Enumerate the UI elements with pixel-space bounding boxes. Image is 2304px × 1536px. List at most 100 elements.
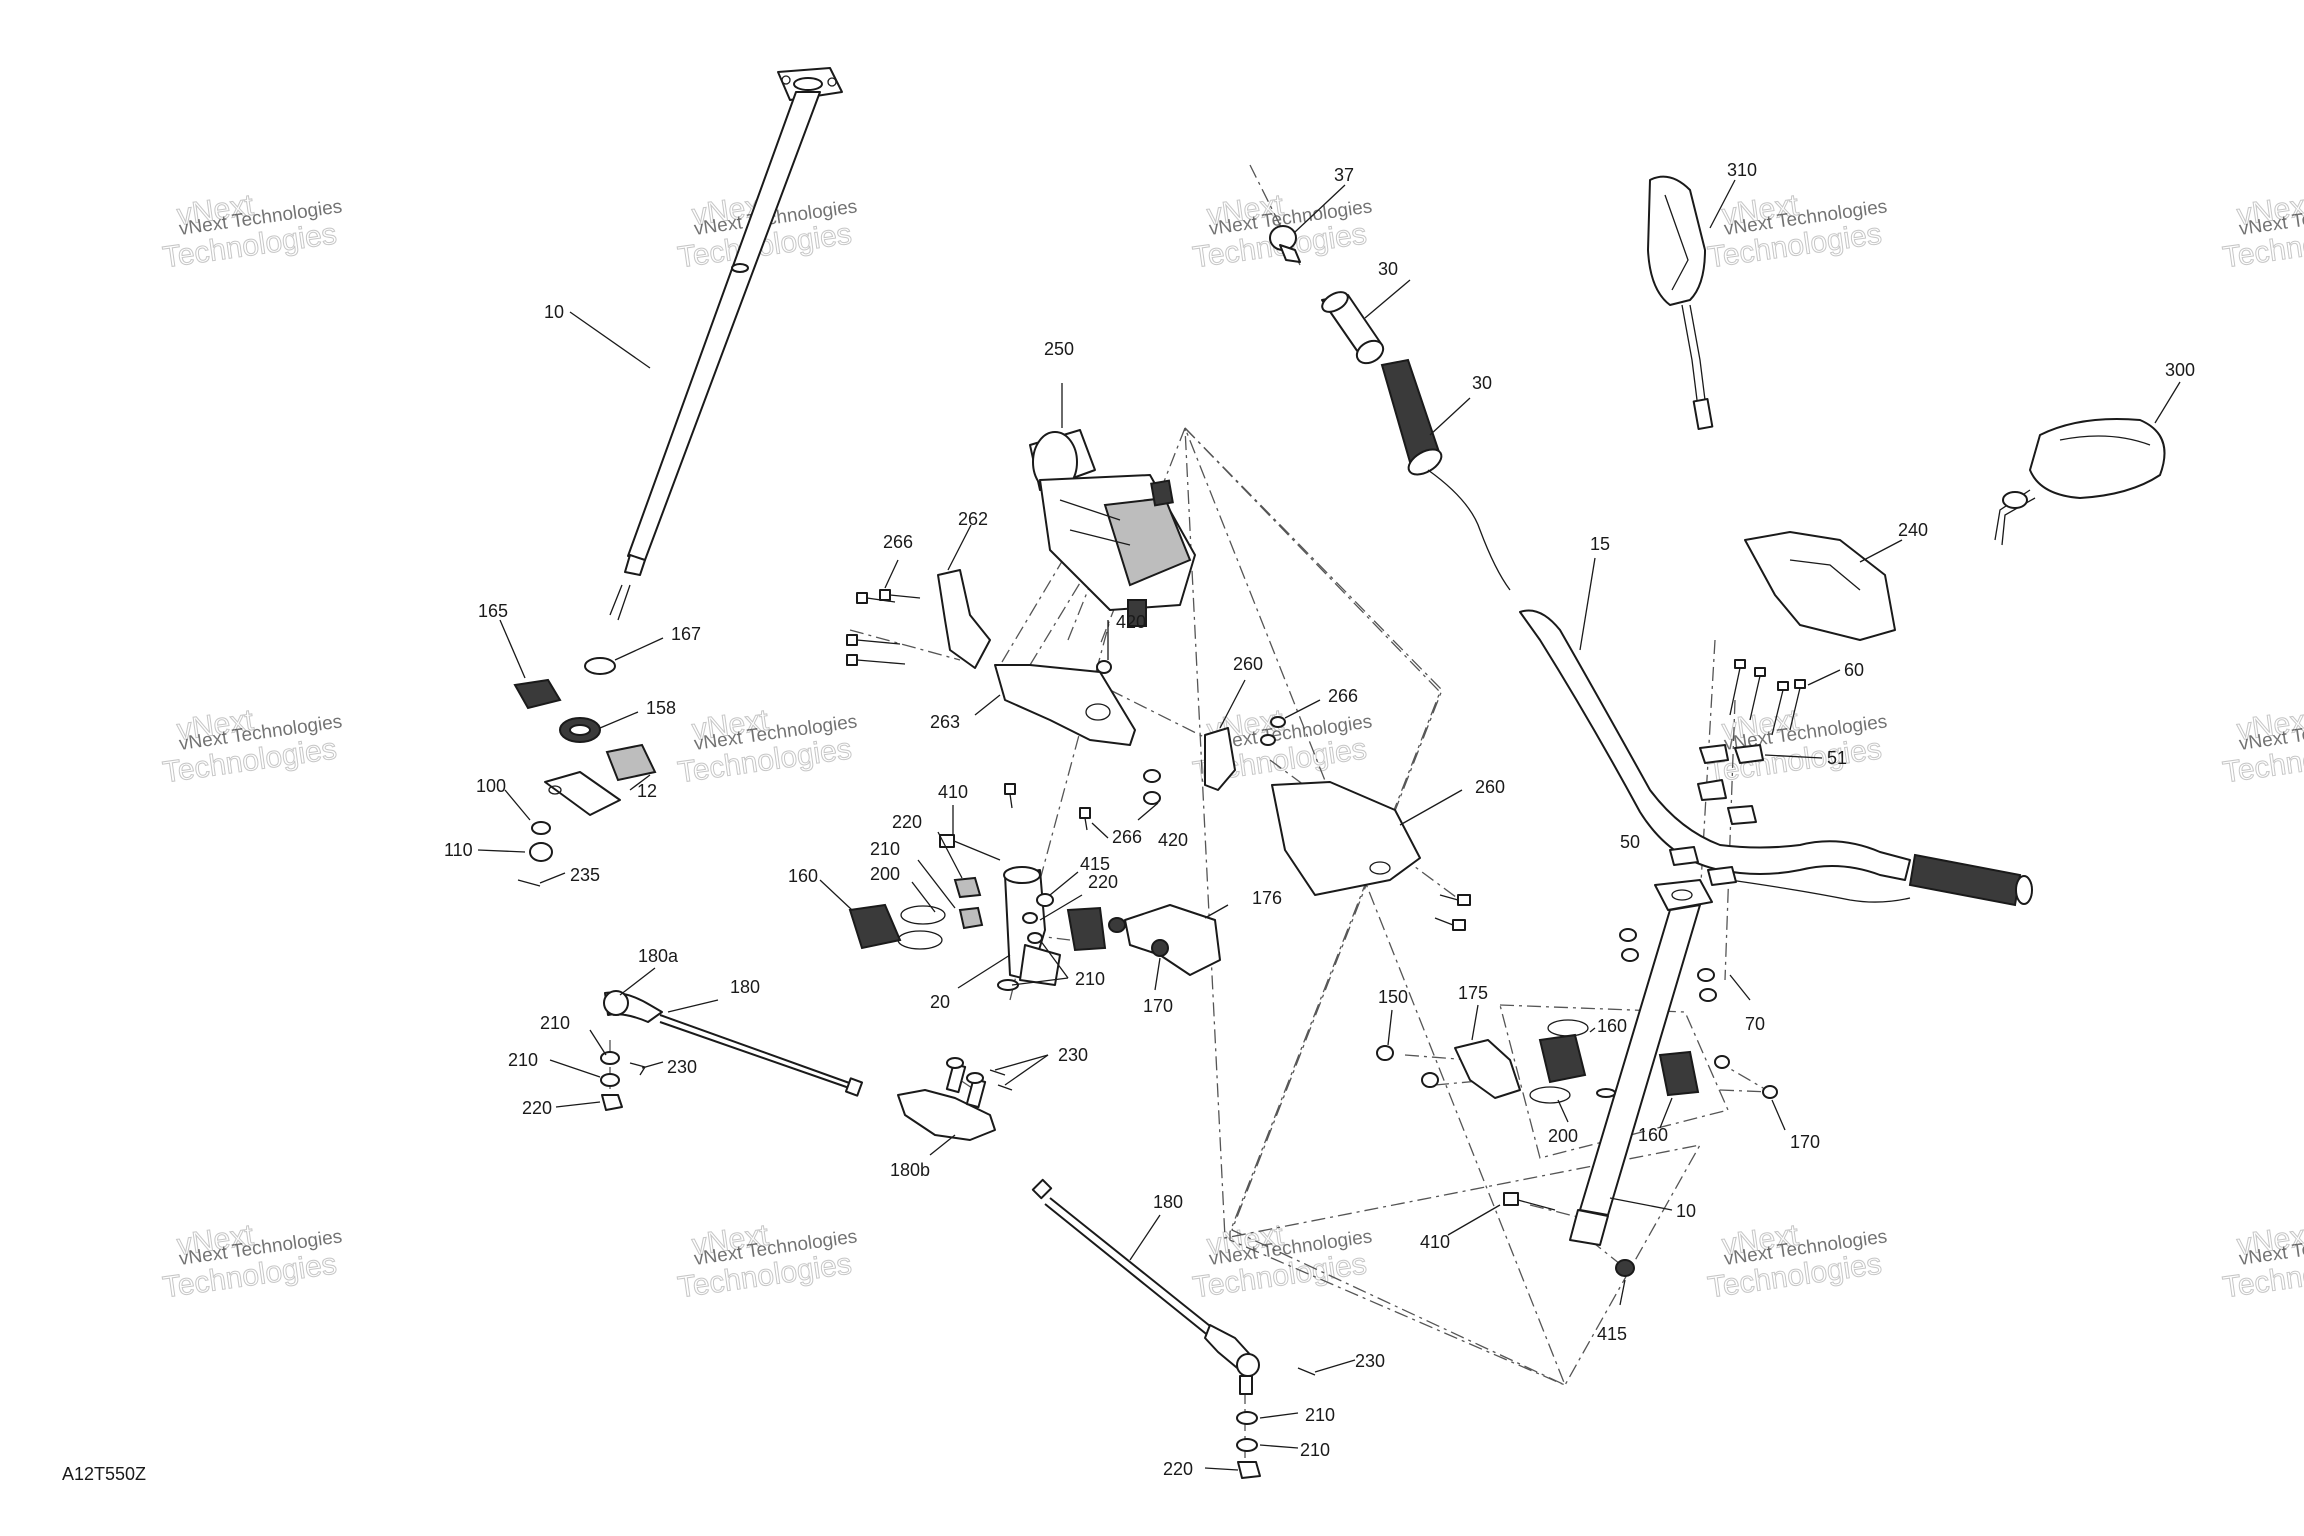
shaft-ring [731, 263, 749, 273]
bolt-266[interactable] [1260, 734, 1276, 746]
leader-line [1091, 822, 1109, 839]
steering-column-upper[interactable] [609, 67, 843, 621]
mirror-310[interactable] [1647, 175, 1714, 431]
washer-210[interactable] [1236, 1438, 1258, 1452]
center-link-180b[interactable] [897, 1057, 996, 1141]
nut-70[interactable] [1619, 928, 1637, 942]
leader-line [1219, 679, 1246, 729]
washer-210[interactable] [600, 1073, 620, 1087]
nut-415[interactable] [1036, 893, 1054, 907]
pitman-arm-100[interactable] [544, 771, 621, 816]
mirror-300[interactable] [1994, 418, 2166, 546]
clamp-50[interactable] [1669, 846, 1699, 866]
nut-170[interactable] [1151, 939, 1169, 957]
bolt-150[interactable] [1421, 1072, 1439, 1088]
tie-rod-180-right[interactable] [1031, 1178, 1260, 1395]
washer-110[interactable] [531, 821, 551, 835]
washer-220[interactable] [1022, 912, 1038, 924]
clamp-50[interactable] [1707, 866, 1737, 886]
cotter-pin-230[interactable] [1297, 1367, 1316, 1376]
bushing-160[interactable] [1658, 1050, 1700, 1097]
cotter-pin-235[interactable] [517, 879, 541, 887]
nut-70[interactable] [1699, 988, 1717, 1002]
bolt-266[interactable] [846, 654, 906, 666]
steering-column-lower[interactable] [1569, 879, 1713, 1246]
bracket-hole [1085, 703, 1111, 721]
callout-266: 266 [1328, 686, 1358, 706]
bolt-410[interactable] [939, 834, 1001, 861]
bolt-60[interactable] [1729, 659, 1746, 716]
bolt-60[interactable] [1771, 681, 1789, 736]
clamp-50[interactable] [1697, 779, 1727, 801]
washer-210-lower[interactable] [997, 979, 1019, 991]
bolt-60[interactable] [1789, 679, 1806, 731]
clamp-bushing-51[interactable] [1699, 744, 1729, 764]
cover-176[interactable] [1124, 904, 1221, 976]
seal-167[interactable] [584, 657, 616, 675]
cotter-pin-230[interactable] [629, 1062, 647, 1076]
o-ring-200[interactable] [1547, 1019, 1589, 1037]
tie-rod-shaft [1044, 1203, 1211, 1338]
bushing-12[interactable] [605, 743, 657, 782]
nut-420[interactable] [1096, 660, 1112, 674]
leader-line [667, 999, 719, 1013]
handlebar-cover-240[interactable] [1744, 531, 1896, 641]
steering-rack-assembly-boundary [1184, 426, 1702, 1386]
nut-220[interactable] [601, 1094, 623, 1111]
nut-420[interactable] [1143, 791, 1161, 805]
callout-310: 310 [1727, 160, 1757, 180]
bushing-160[interactable] [1066, 906, 1107, 952]
nut-220[interactable] [1237, 1461, 1261, 1479]
bushing-160[interactable] [1538, 1033, 1587, 1084]
bracket-262[interactable] [937, 569, 991, 669]
washer-210[interactable] [1027, 932, 1043, 944]
cotter-pin-230[interactable] [989, 1069, 1006, 1076]
clamp-50[interactable] [1727, 805, 1757, 825]
bolt-150[interactable] [1376, 1045, 1394, 1061]
callout-176: 176 [1252, 888, 1282, 908]
nut-415[interactable] [1108, 917, 1126, 933]
grip-30-upper[interactable] [1319, 288, 1387, 368]
steering-housing-20[interactable] [1003, 866, 1061, 986]
bushing-220[interactable] [953, 876, 982, 899]
bolt-60[interactable] [1749, 667, 1766, 721]
power-steering-unit-250[interactable] [1029, 429, 1196, 627]
tie-rod-180-left[interactable] [603, 990, 864, 1097]
nut-170[interactable] [1714, 1055, 1730, 1069]
bolt-266[interactable] [1439, 894, 1471, 906]
bracket-260-large[interactable] [1271, 781, 1421, 896]
bolt-266[interactable] [879, 589, 921, 601]
bolt-266[interactable] [1079, 807, 1091, 831]
mirror-stem [1689, 304, 1706, 401]
o-ring-200[interactable] [1529, 1086, 1571, 1104]
handlebar-15[interactable] [1519, 609, 2033, 907]
o-ring-200[interactable] [900, 905, 946, 925]
nut-110[interactable] [529, 842, 553, 862]
bolt-266[interactable] [1434, 917, 1466, 931]
cotter-pin-230[interactable] [997, 1084, 1013, 1091]
callout-100: 100 [476, 776, 506, 796]
bolt-266[interactable] [1004, 783, 1016, 809]
nut-70[interactable] [1621, 948, 1639, 962]
washer-210[interactable] [1236, 1411, 1258, 1425]
nut-415[interactable] [1615, 1259, 1635, 1277]
bolt-266[interactable] [1270, 716, 1286, 728]
clamp-bushing-51[interactable] [1734, 744, 1764, 764]
bushing-210[interactable] [958, 906, 984, 930]
throttle-housing-37[interactable] [1269, 225, 1301, 263]
bearing-housing-165[interactable] [513, 678, 562, 710]
o-ring-200[interactable] [897, 930, 943, 950]
callout-210: 210 [1075, 969, 1105, 989]
grip-30-lower[interactable] [1380, 358, 1446, 480]
bushing-160[interactable] [848, 903, 902, 950]
bolt-266[interactable] [846, 634, 901, 646]
bolt-410[interactable] [1503, 1192, 1556, 1211]
bracket-260-small[interactable] [1204, 727, 1236, 791]
washer-210[interactable] [600, 1051, 620, 1065]
bracket-175[interactable] [1454, 1039, 1521, 1099]
nut-170[interactable] [1762, 1085, 1778, 1099]
nut-70[interactable] [1697, 968, 1715, 982]
bracket-263[interactable] [994, 664, 1136, 746]
nut-420[interactable] [1143, 769, 1161, 783]
leader-line [947, 524, 972, 571]
